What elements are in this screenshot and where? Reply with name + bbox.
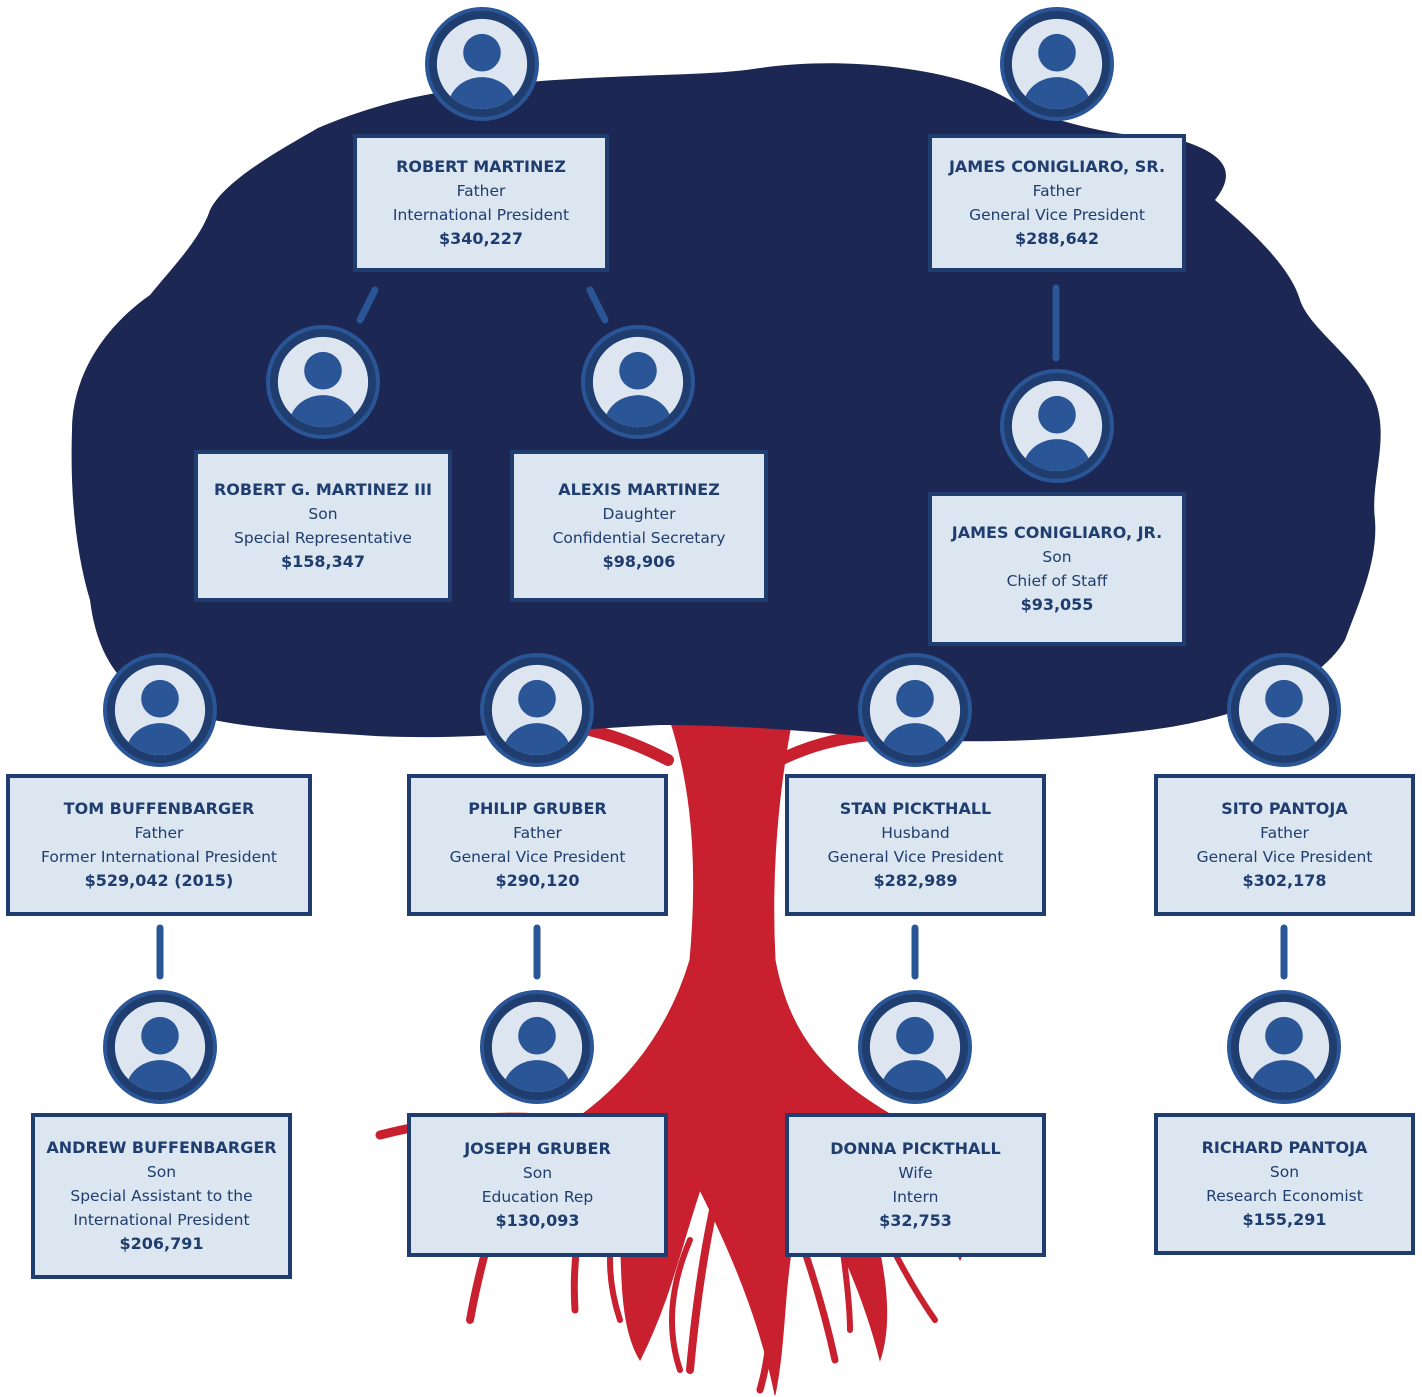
person-relation: Son <box>1042 548 1072 566</box>
person-salary: $290,120 <box>495 871 580 890</box>
person-name: PHILIP GRUBER <box>468 799 607 818</box>
person-relation: Wife <box>898 1164 933 1182</box>
person-icon <box>266 325 380 439</box>
person-salary: $155,291 <box>1242 1210 1327 1229</box>
tree-branch <box>584 724 674 766</box>
person-title: Chief of Staff <box>1006 572 1108 590</box>
person-title: General Vice President <box>1196 848 1373 866</box>
person-icon <box>103 653 217 767</box>
person-relation: Father <box>1032 182 1082 200</box>
root-branch <box>669 1237 693 1373</box>
person-relation: Husband <box>881 824 950 842</box>
person-relation: Father <box>513 824 562 842</box>
person-relation: Father <box>456 182 506 200</box>
person-title: Education Rep <box>481 1188 594 1206</box>
person-relation: Son <box>1269 1163 1300 1181</box>
connector-line <box>356 286 379 324</box>
person-salary: $288,642 <box>1014 229 1099 248</box>
root-branch <box>756 1236 774 1394</box>
person-salary: $158,347 <box>280 552 365 571</box>
connector-line <box>586 286 609 324</box>
person-relation: Son <box>146 1163 177 1181</box>
person-title: Special Assistant to the International P… <box>70 1187 253 1229</box>
person-name: STAN PICKTHALL <box>839 799 992 818</box>
person-name: RICHARD PANTOJA <box>1201 1138 1368 1157</box>
tree-branch <box>774 729 876 766</box>
person-icon <box>581 325 695 439</box>
person-title: General Vice President <box>449 848 626 866</box>
person-name: TOM BUFFENBARGER <box>63 799 255 818</box>
person-name: ROBERT G. MARTINEZ III <box>213 480 433 499</box>
person-icon <box>1000 7 1114 121</box>
person-salary: $282,989 <box>873 871 958 890</box>
person-title: Intern <box>892 1188 939 1206</box>
person-salary: $206,791 <box>119 1234 204 1253</box>
person-icon <box>1227 653 1341 767</box>
root-branch <box>686 1176 724 1374</box>
person-salary: $529,042 (2015) <box>84 871 234 890</box>
person-title: Former International President <box>40 848 278 866</box>
tree-connectors <box>156 284 1288 980</box>
person-icon <box>425 7 539 121</box>
person-salary: $93,055 <box>1020 595 1094 614</box>
person-title: General Vice President <box>827 848 1004 866</box>
person-salary: $32,753 <box>879 1211 952 1230</box>
person-name: ROBERT MARTINEZ <box>396 157 566 176</box>
person-salary: $302,178 <box>1242 871 1327 890</box>
person-name: JAMES CONIGLIARO, JR. <box>951 523 1163 542</box>
person-icon <box>480 990 594 1104</box>
person-relation: Daughter <box>602 505 676 523</box>
person-name: SITO PANTOJA <box>1221 799 1348 818</box>
person-name: ALEXIS MARTINEZ <box>558 480 720 499</box>
person-title: Special Representative <box>234 529 412 547</box>
person-icon <box>1000 369 1114 483</box>
person-icon <box>103 990 217 1104</box>
person-salary: $340,227 <box>438 229 523 248</box>
person-salary: $130,093 <box>495 1211 580 1230</box>
person-icon <box>858 990 972 1104</box>
person-name: DONNA PICKTHALL <box>830 1139 1001 1158</box>
person-name: JOSEPH GRUBER <box>464 1139 611 1158</box>
person-relation: Father <box>1260 824 1309 842</box>
person-relation: Father <box>134 824 184 842</box>
person-title: Confidential Secretary <box>552 529 726 547</box>
person-name: JAMES CONIGLIARO, SR. <box>948 157 1166 176</box>
person-icon <box>1227 990 1341 1104</box>
person-icon <box>858 653 972 767</box>
person-name: ANDREW BUFFENBARGER <box>46 1138 277 1157</box>
person-salary: $98,906 <box>602 552 676 571</box>
person-title: International President <box>392 206 570 224</box>
person-icon <box>480 653 594 767</box>
person-title: General Vice President <box>969 206 1145 224</box>
person-relation: Son <box>308 505 338 523</box>
person-relation: Son <box>522 1164 553 1182</box>
person-title: Research Economist <box>1206 1187 1363 1205</box>
